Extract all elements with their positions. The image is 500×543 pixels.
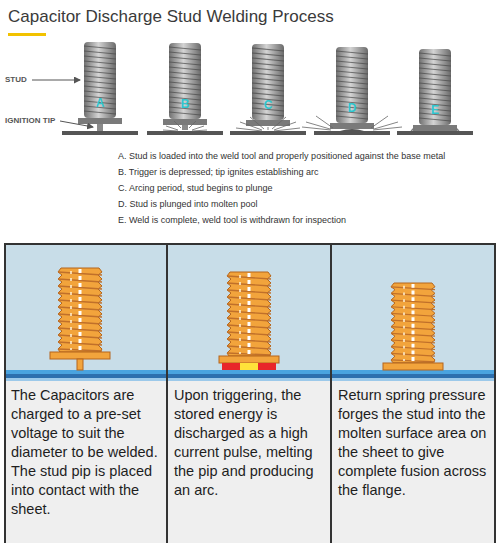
stud-sequence-part <box>411 129 459 131</box>
stud-sequence-part <box>163 121 207 131</box>
page-title: Capacitor Discharge Stud Welding Process <box>8 7 334 27</box>
step-caption: A. Stud is loaded into the weld tool and… <box>118 151 445 161</box>
stud-sequence-part <box>314 129 390 135</box>
step-letter: E <box>425 103 445 117</box>
part-label: STUD <box>5 75 27 84</box>
title-underline <box>8 33 46 36</box>
step-caption: B. Trigger is depressed; tip ignites est… <box>118 167 319 177</box>
step-panel: Upon triggering, the stored energy is di… <box>174 386 330 500</box>
stud-sequence-part <box>163 43 207 125</box>
callout-arrows-part <box>32 80 80 81</box>
step-caption: D. Stud is plunged into molten pool <box>118 199 258 209</box>
callout-arrows-part <box>60 121 93 127</box>
step-description: Return spring pressure forges the stud i… <box>338 386 494 500</box>
title-underline-part <box>8 33 46 36</box>
stud-sequence-part <box>397 131 473 135</box>
orange-stud-stages-part <box>222 363 276 370</box>
step-letter: A <box>90 96 110 110</box>
stud-sequence-part <box>230 131 306 135</box>
orange-stud-stages-part <box>58 268 102 352</box>
process-panels-part <box>5 374 495 378</box>
process-panels-part <box>5 370 495 374</box>
stud-sequence-part <box>330 47 374 129</box>
orange-stud-stages-part <box>77 359 83 370</box>
step-caption: E. Weld is complete, weld tool is withdr… <box>118 215 346 225</box>
step-description: The Capacitors are charged to a pre-set … <box>11 386 167 519</box>
process-panels-part <box>5 244 495 543</box>
orange-stud-stages-part <box>240 363 258 370</box>
process-panels-part <box>5 378 495 381</box>
stud-sequence-part <box>413 49 457 131</box>
stud-sequence-part <box>97 124 103 131</box>
orange-stud-stages-part <box>383 363 443 370</box>
stud-sequence-part <box>246 44 290 126</box>
step-panel: Return spring pressure forges the stud i… <box>338 386 494 500</box>
step-letter: C <box>258 98 278 112</box>
step-description: Upon triggering, the stored energy is di… <box>174 386 330 500</box>
part-label: IGNITION TIP <box>5 116 55 125</box>
process-panels-part <box>330 244 332 543</box>
process-panels-part <box>5 244 495 370</box>
stud-sequence-part <box>182 125 188 130</box>
process-panels-part <box>5 381 495 543</box>
orange-stud-stages-part <box>391 283 435 363</box>
step-letter: B <box>175 97 195 111</box>
step-letter: D <box>342 101 362 115</box>
orange-stud-stages-part <box>227 272 271 356</box>
step-caption: C. Arcing period, stud begins to plunge <box>118 183 273 193</box>
stud-sequence <box>62 42 473 135</box>
stud-sequence-part <box>147 131 223 135</box>
orange-stud-stages-part <box>219 356 279 363</box>
process-panels-part <box>166 244 168 543</box>
stud-sequence-part <box>78 42 122 124</box>
stud-sequence-part <box>62 131 138 135</box>
orange-stud-stages <box>50 268 443 370</box>
step-panel: The Capacitors are charged to a pre-set … <box>11 386 167 519</box>
stud-sequence-part <box>302 116 402 130</box>
stud-sequence-part <box>236 117 300 131</box>
orange-stud-stages-part <box>50 352 110 359</box>
process-panels <box>5 244 495 543</box>
